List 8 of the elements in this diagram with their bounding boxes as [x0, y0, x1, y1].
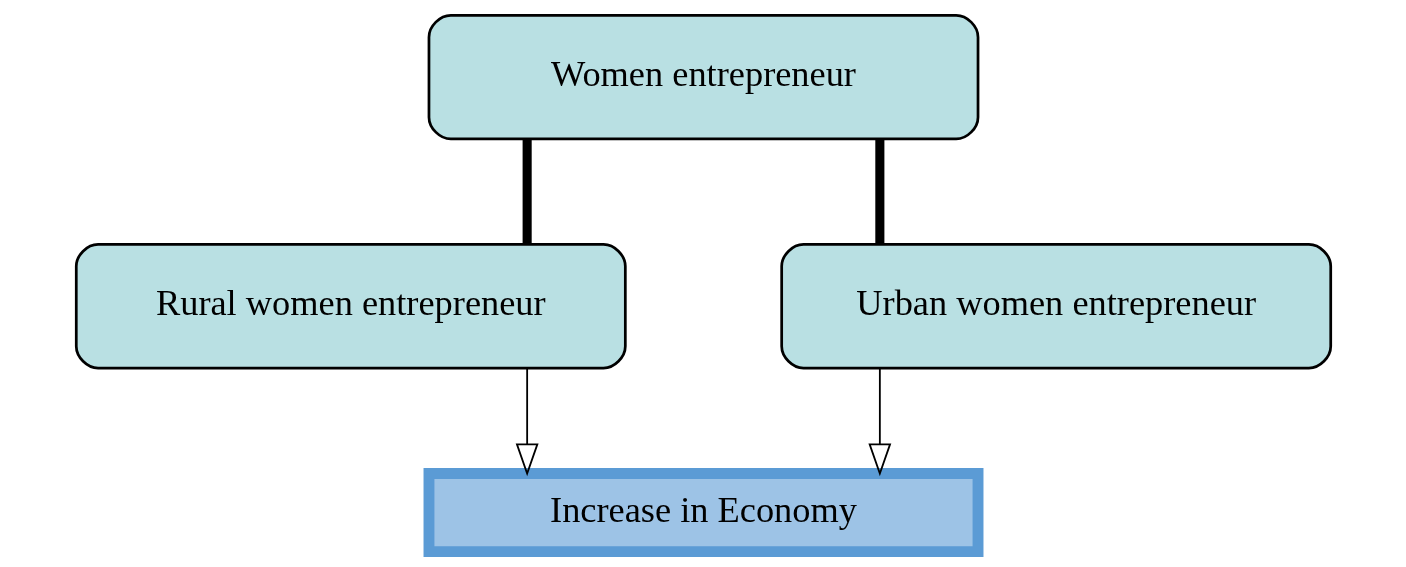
- connector: [874, 139, 884, 245]
- node-box: Urban women entrepreneur: [779, 243, 1332, 370]
- connector: [522, 139, 532, 245]
- arrow: [515, 367, 539, 477]
- node-box: Women entrepreneur: [427, 13, 979, 141]
- node-box: Rural women entrepreneur: [74, 243, 627, 370]
- node-box: Increase in Economy: [423, 468, 983, 558]
- arrow: [867, 367, 891, 477]
